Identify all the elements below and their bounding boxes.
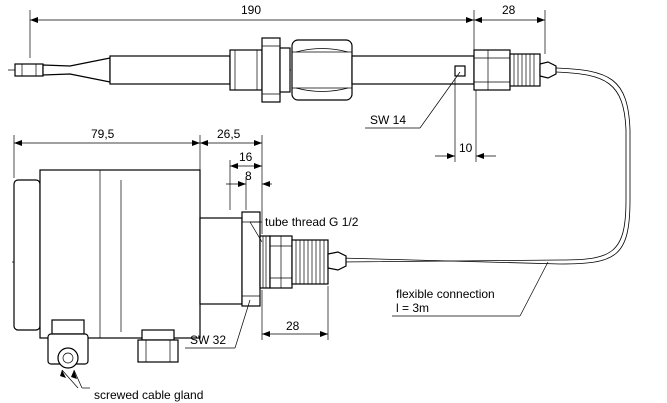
sensor-probe <box>8 37 557 103</box>
housing <box>12 169 347 389</box>
dim-gland-length-bottom: 28 <box>286 319 300 333</box>
flexible-cable <box>339 67 631 317</box>
label-cable-length: l = 3m <box>396 301 429 315</box>
bottom-dimensions <box>13 135 329 340</box>
label-cable-gland: screwed cable gland <box>94 388 203 402</box>
dim-thread-length: 8 <box>245 169 252 183</box>
dim-thread-span: 26,5 <box>217 127 241 141</box>
label-flexible-connection: flexible connection <box>396 287 495 301</box>
dim-hex-offset: 10 <box>459 141 473 155</box>
dim-nut-span: 16 <box>239 150 253 164</box>
dim-gland-length-top: 28 <box>502 3 516 17</box>
label-tube-thread: tube thread G 1/2 <box>265 215 359 229</box>
top-dimensions <box>29 10 546 162</box>
label-sw32: SW 32 <box>190 333 226 347</box>
label-sw14: SW 14 <box>370 113 406 127</box>
dim-housing-length: 79,5 <box>91 127 115 141</box>
dim-sensor-length: 190 <box>241 3 261 17</box>
